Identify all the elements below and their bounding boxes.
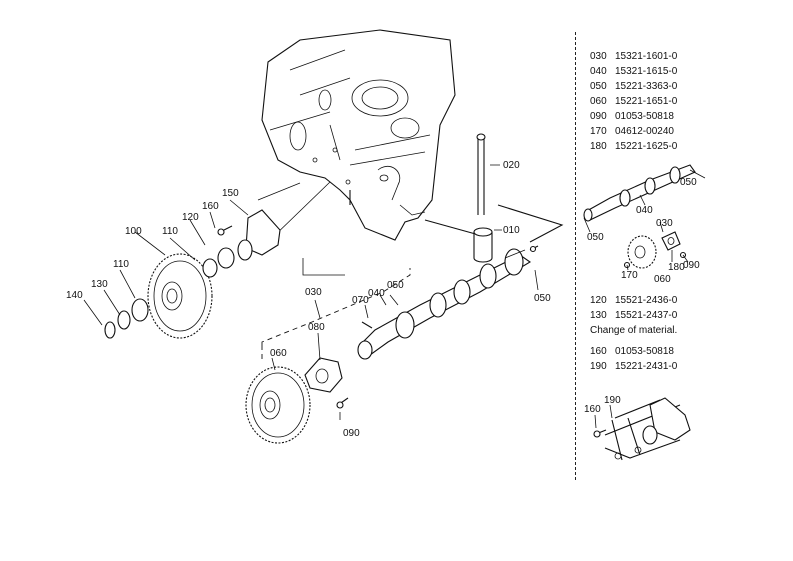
inset2-callout-160: 160	[584, 404, 601, 415]
part-number: 04612-00240	[615, 126, 674, 137]
thrust-plate	[304, 357, 343, 393]
circlip	[104, 321, 116, 339]
pushrod	[476, 133, 486, 215]
part-number: 15521-2437-0	[615, 310, 678, 321]
callout-110: 110	[113, 259, 129, 270]
callout-160: 160	[202, 201, 219, 212]
crankcase-block	[261, 29, 456, 241]
parts-list-2: 120 15521-2436-0 130 15521-2437-0 Change o…	[590, 293, 677, 338]
callout-100: 100	[125, 226, 142, 237]
part-number: 15521-2436-0	[615, 295, 678, 306]
parts-row: 050 15221-3363-0	[590, 79, 677, 94]
part-number: 01053-50818	[615, 346, 674, 357]
callout-130: 130	[91, 279, 108, 290]
part-number: 01053-50818	[615, 111, 674, 122]
callout-060: 060	[270, 348, 287, 359]
material-note: Change of material.	[590, 325, 678, 336]
column-divider	[575, 32, 576, 480]
inset-shaft-bracket: 190 160	[584, 395, 691, 461]
part-number: 15221-1625-0	[615, 141, 678, 152]
callout-120: 120	[182, 212, 199, 223]
callout-070: 070	[352, 295, 369, 306]
callout-140: 140	[66, 290, 83, 301]
part-no: 030	[590, 51, 607, 62]
part-number: 15321-1615-0	[615, 66, 678, 77]
part-number: 15321-1601-0	[615, 51, 678, 62]
callout-080: 080	[308, 322, 325, 333]
parts-row: 030 15321-1601-0	[590, 49, 677, 64]
inset1-callout-060: 060	[654, 274, 671, 285]
parts-row: 170 04612-00240	[590, 124, 677, 139]
inset-camshaft: 050 050 040 030 170 060 180 090	[583, 164, 706, 285]
inset1-callout-180: 180	[668, 262, 685, 273]
part-no: 090	[590, 111, 607, 122]
parts-list-3: 160 01053-50818 190 15221-2431-0	[590, 344, 677, 374]
inset1-callout-030: 030	[656, 218, 673, 229]
inset1-callout-040: 040	[636, 205, 653, 216]
cam-gear	[245, 366, 311, 444]
part-no: 040	[590, 66, 607, 77]
parts-row: 120 15521-2436-0	[590, 293, 677, 308]
parts-row: 180 15221-1625-0	[590, 139, 677, 154]
inset1-callout-170: 170	[621, 270, 638, 281]
tappet	[473, 227, 493, 263]
part-no: 120	[590, 295, 607, 306]
callout-090: 090	[343, 428, 360, 439]
idle-gear	[147, 253, 213, 339]
inset1-callout-050: 050	[587, 232, 604, 243]
parts-row: 190 15221-2431-0	[590, 359, 677, 374]
part-no: 190	[590, 361, 607, 372]
part-no: 160	[590, 346, 607, 357]
inset2-callout-190: 190	[604, 395, 621, 406]
callout-110: 110	[162, 226, 178, 237]
inset1-callout-090: 090	[683, 260, 700, 271]
parts-row: 130 15521-2437-0	[590, 308, 677, 323]
camshaft	[357, 248, 532, 360]
callout-010: 010	[503, 225, 520, 236]
part-no: 060	[590, 96, 607, 107]
inset1-callout-050: 050	[680, 177, 697, 188]
bushing	[131, 298, 149, 322]
parts-row: 060 15221-1651-0	[590, 94, 677, 109]
callout-020: 020	[503, 160, 520, 171]
part-number: 15221-1651-0	[615, 96, 678, 107]
callout-030: 030	[305, 287, 322, 298]
callout-040: 040	[368, 288, 385, 299]
callout-050: 050	[534, 293, 551, 304]
parts-list-1: 030 15321-1601-0 040 15321-1615-0 050 15221…	[590, 49, 677, 154]
part-no: 130	[590, 310, 607, 321]
collar	[117, 310, 131, 330]
callout-150: 150	[222, 188, 239, 199]
idle-gear-shaft	[237, 209, 281, 261]
parts-row: 160 01053-50818	[590, 344, 677, 359]
part-no: 050	[590, 81, 607, 92]
part-no: 180	[590, 141, 607, 152]
parts-row: 090 01053-50818	[590, 109, 677, 124]
part-number: 15221-2431-0	[615, 361, 678, 372]
parts-row: 040 15321-1615-0	[590, 64, 677, 79]
part-number: 15221-3363-0	[615, 81, 678, 92]
callout-050: 050	[387, 280, 404, 291]
part-no: 170	[590, 126, 607, 137]
